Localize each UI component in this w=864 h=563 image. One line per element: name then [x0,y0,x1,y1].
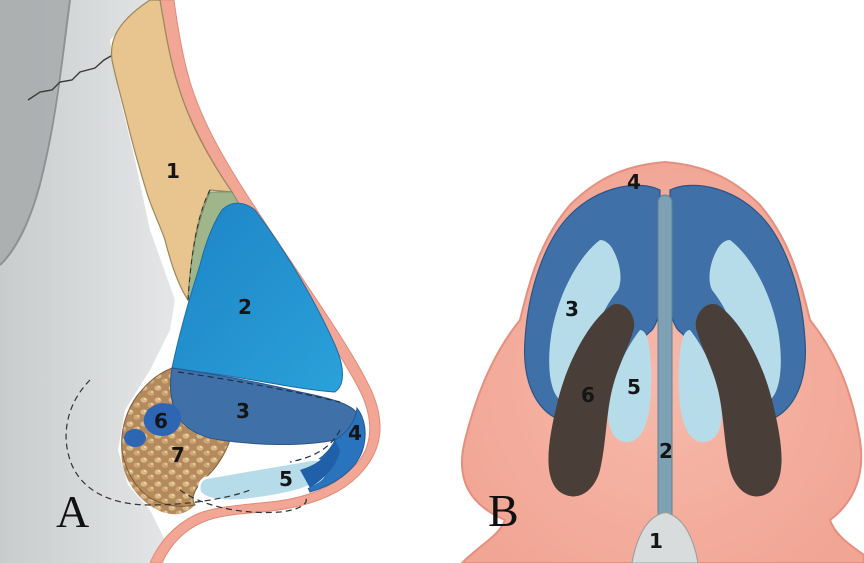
label-b-nostril: 6 [581,383,595,407]
label-b-medial-crus: 5 [627,375,641,399]
label-fibrofatty: 7 [171,443,185,467]
panel-a-lateral-view: 1 2 3 4 5 6 7 A [0,0,380,563]
label-lower-lateral-cartilage: 3 [236,399,250,423]
panel-b-basal-view: 4 3 6 5 2 1 B [462,162,864,563]
label-b-dome: 4 [627,170,641,194]
label-medial-crus: 5 [279,467,293,491]
sesamoid-cartilage-small [124,429,146,447]
label-b-lateral-crus: 3 [565,297,579,321]
label-sesamoid: 6 [154,409,168,433]
label-upper-lateral-cartilage: 2 [238,295,252,319]
panel-label-b: B [488,485,519,536]
label-b-columella: 2 [659,439,673,463]
label-dome: 4 [348,421,362,445]
columella [658,195,672,525]
panel-label-a: A [56,486,89,537]
label-nasal-bone: 1 [166,159,180,183]
label-b-lip: 1 [649,529,663,553]
